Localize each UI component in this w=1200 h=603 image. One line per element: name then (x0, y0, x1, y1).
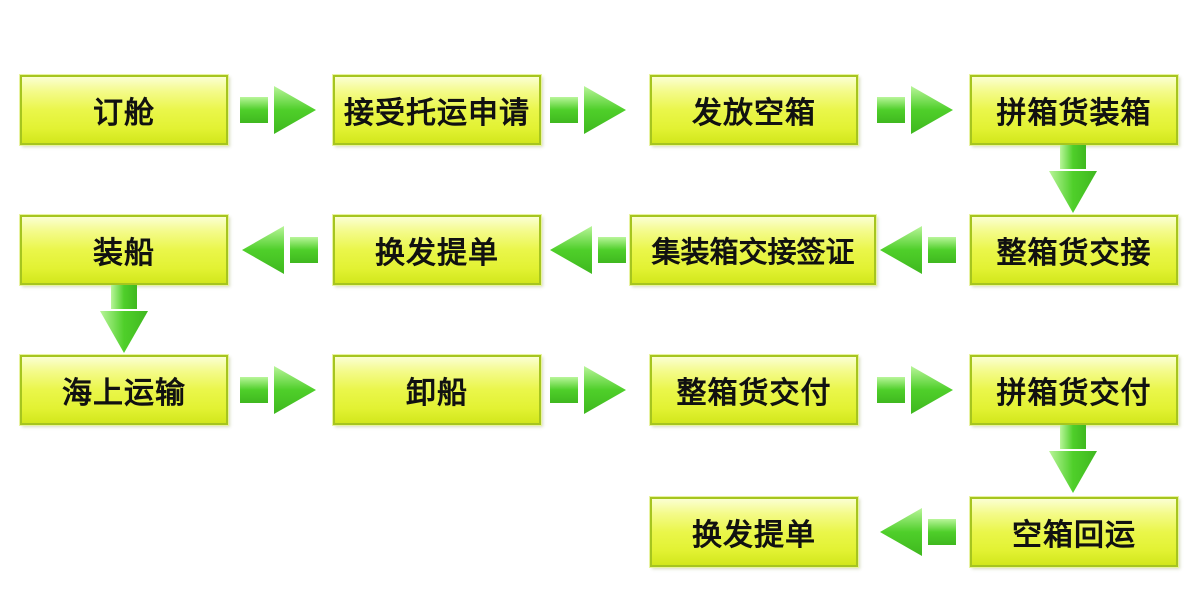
arrow-left-icon (240, 224, 320, 276)
arrow-right-icon (238, 364, 318, 416)
step-label: 海上运输 (62, 376, 186, 411)
step-label: 卸船 (406, 376, 468, 411)
step-sea-transport: 海上运输 (20, 355, 228, 425)
step-label: 拼箱货装箱 (996, 96, 1152, 131)
step-label: 装船 (93, 236, 155, 271)
step-release-empty: 发放空箱 (650, 75, 858, 145)
arrow-down-icon (98, 285, 150, 355)
step-unloading: 卸船 (333, 355, 541, 425)
step-empty-return: 空箱回运 (970, 497, 1178, 567)
step-label: 拼箱货交付 (996, 376, 1152, 411)
step-label: 整箱货交付 (676, 376, 832, 411)
arrow-down-icon (1047, 145, 1099, 215)
step-accept-request: 接受托运申请 (333, 75, 541, 145)
arrow-down-icon (1047, 425, 1099, 495)
step-label: 接受托运申请 (344, 96, 530, 131)
arrow-right-icon (875, 84, 955, 136)
arrow-left-icon (548, 224, 628, 276)
step-label: 整箱货交接 (996, 236, 1152, 271)
step-label: 换发提单 (692, 518, 816, 553)
step-label: 换发提单 (375, 236, 499, 271)
step-booking: 订舱 (20, 75, 228, 145)
step-lcl-delivery: 拼箱货交付 (970, 355, 1178, 425)
arrow-right-icon (548, 84, 628, 136)
step-label: 空箱回运 (1012, 518, 1136, 553)
step-label: 订舱 (93, 96, 155, 131)
arrow-right-icon (238, 84, 318, 136)
step-label: 集装箱交接签证 (651, 235, 855, 269)
step-container-receipt: 集装箱交接签证 (630, 215, 876, 285)
step-label: 发放空箱 (692, 96, 816, 131)
step-loading: 装船 (20, 215, 228, 285)
step-fcl-handover: 整箱货交接 (970, 215, 1178, 285)
arrow-left-icon (878, 224, 958, 276)
arrow-left-icon (878, 506, 958, 558)
arrow-right-icon (548, 364, 628, 416)
step-exchange-bl-1: 换发提单 (333, 215, 541, 285)
step-lcl-packing: 拼箱货装箱 (970, 75, 1178, 145)
arrow-right-icon (875, 364, 955, 416)
step-fcl-delivery: 整箱货交付 (650, 355, 858, 425)
step-exchange-bl-2: 换发提单 (650, 497, 858, 567)
